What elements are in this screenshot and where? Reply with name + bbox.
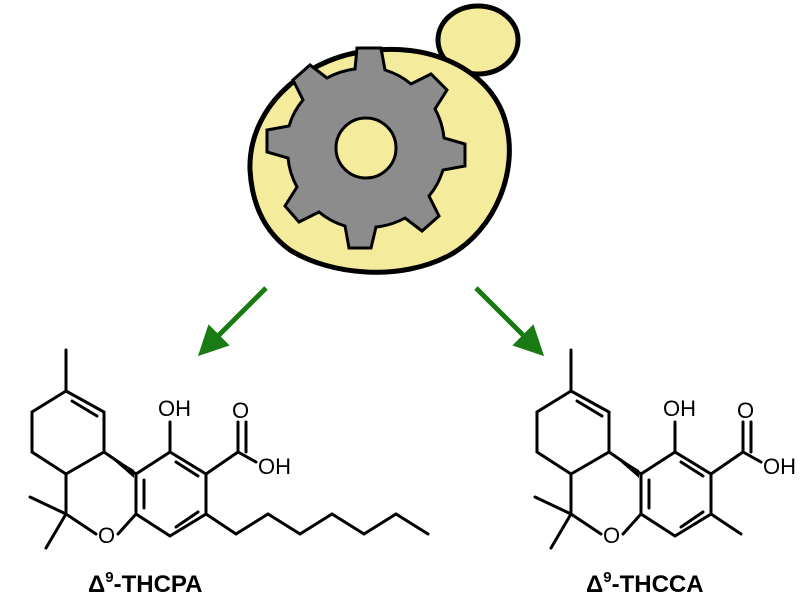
right-acid-o-label: O	[737, 398, 754, 423]
right-molecule-labels: OH O OH O	[603, 396, 796, 548]
right-ring-o-label: O	[603, 523, 620, 548]
right-acid-oh-label: OH	[763, 454, 796, 479]
right-molecule-structure	[533, 348, 763, 550]
left-acid-oh-label: OH	[258, 454, 291, 479]
right-caption: Δ9-THCCA	[586, 569, 704, 598]
right-ring-oh-label: OH	[663, 396, 696, 421]
left-molecule-labels: OH O OH O	[98, 396, 291, 548]
left-ring-oh-label: OH	[158, 396, 191, 421]
left-arrow	[197, 286, 268, 357]
right-arrow	[474, 286, 545, 357]
left-caption: Δ9-THCPA	[88, 569, 202, 598]
left-ring-o-label: O	[98, 523, 115, 548]
left-acid-o-label: O	[232, 398, 249, 423]
left-molecule-structure	[28, 348, 430, 550]
gear-icon	[265, 46, 467, 250]
